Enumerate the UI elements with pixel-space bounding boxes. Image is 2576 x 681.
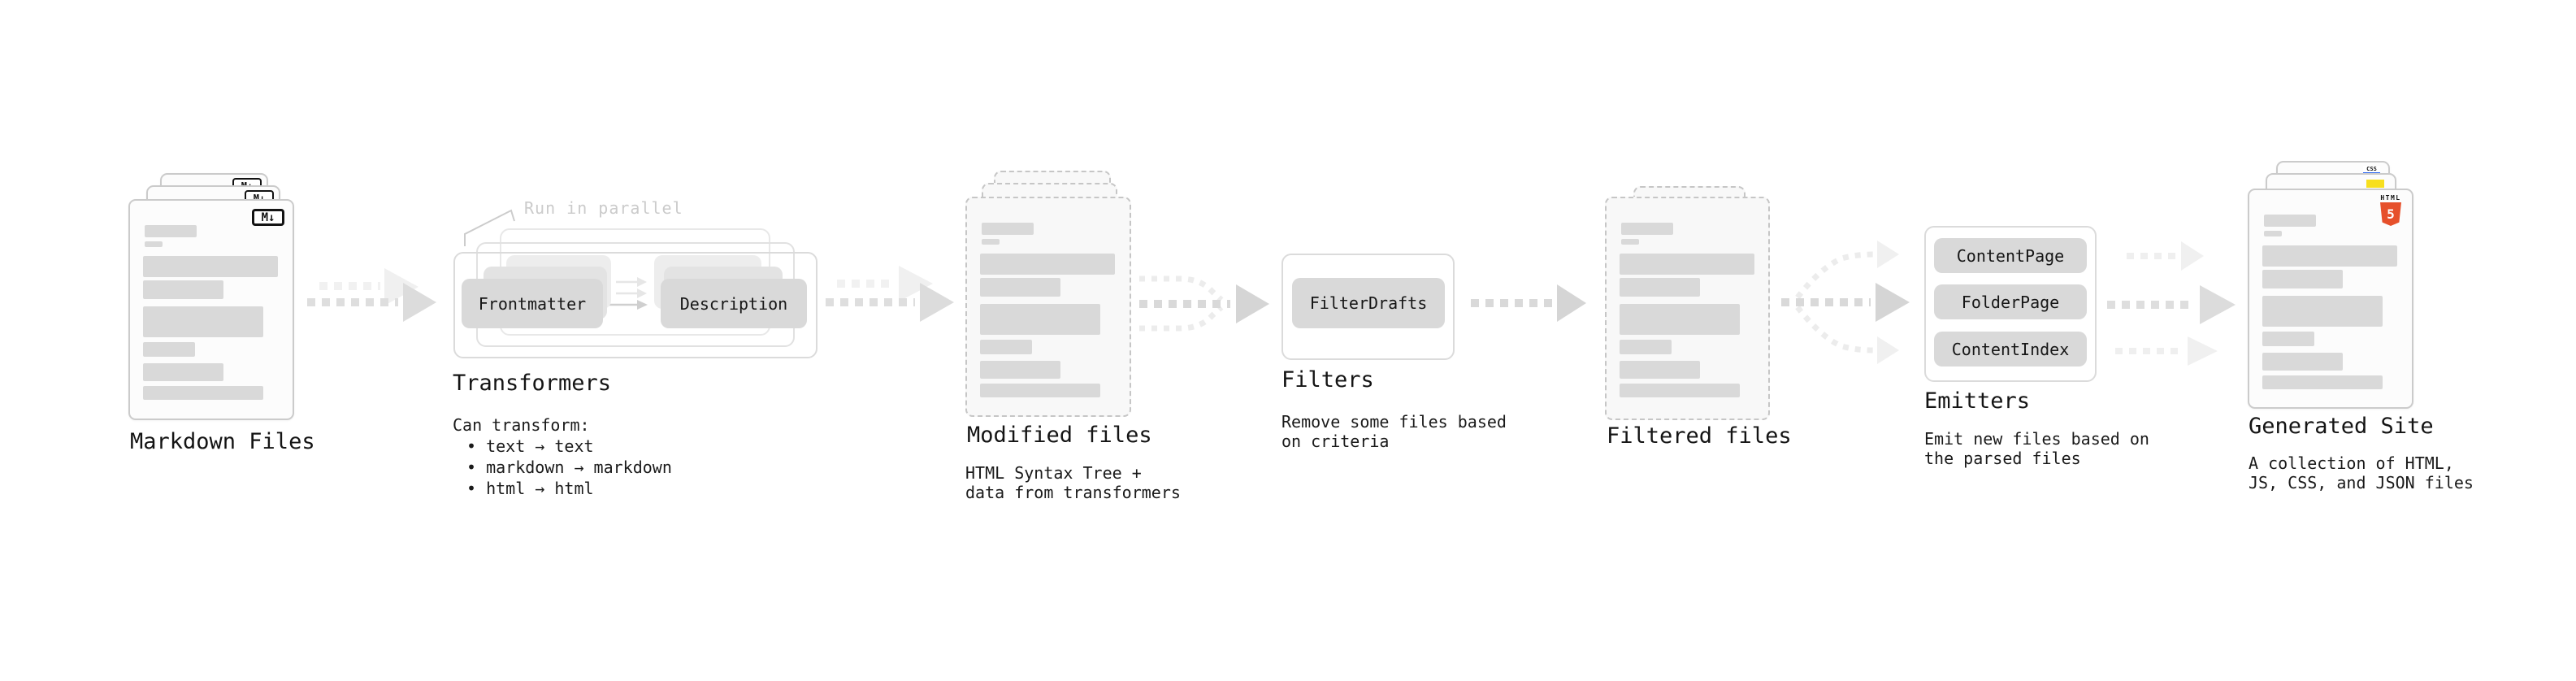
filters-box (1281, 254, 1455, 360)
generated-site-stack: CSS HTML 5 (2248, 161, 2418, 413)
placeholder-text-bar (2264, 215, 2316, 227)
placeholder-text-bar (1620, 384, 1740, 397)
description-pill: Description (661, 279, 807, 328)
placeholder-text-bar (145, 225, 197, 237)
placeholder-text-bar (2264, 231, 2282, 236)
placeholder-text-bar (143, 280, 223, 299)
modified-files-label: Modified files (967, 423, 1152, 448)
filters-desc-line: Remove some files based (1281, 412, 1507, 432)
contentindex-pill-label: ContentIndex (1951, 339, 2070, 359)
generated-file-card-front: HTML 5 (2248, 189, 2413, 409)
html5-icon: HTML 5 (2379, 194, 2402, 226)
placeholder-text-bar (980, 254, 1115, 275)
filters-desc: Remove some files based on criteria (1281, 412, 1507, 451)
transformers-label: Transformers (453, 371, 612, 396)
contentpage-pill-label: ContentPage (1956, 245, 2065, 266)
placeholder-text-bar (980, 304, 1100, 335)
placeholder-text-bar (2262, 245, 2397, 267)
generated-site-desc-line: A collection of HTML, (2249, 453, 2454, 473)
emitters-desc: Emit new files based on the parsed files (1924, 429, 2149, 468)
placeholder-text-bar (982, 239, 1000, 245)
placeholder-text-bar (143, 363, 223, 381)
modified-files-desc-line: data from transformers (965, 482, 1181, 502)
placeholder-text-bar (143, 256, 278, 277)
arrow-filtered-to-emitters-diverge (1781, 241, 1910, 364)
contentpage-pill: ContentPage (1934, 238, 2087, 273)
placeholder-text-bar (1620, 278, 1700, 297)
placeholder-text-bar (145, 241, 163, 247)
arrows-emitters-to-generated (2107, 241, 2236, 366)
emitters-desc-line: Emit new files based on (1924, 429, 2149, 449)
markdown-files-stack: M↓ M↓ M↓ (128, 173, 299, 425)
html5-icon-number: 5 (2387, 206, 2395, 222)
frontmatter-pill: Frontmatter (462, 279, 603, 328)
modified-files-stack (965, 171, 1136, 423)
markdown-file-card-front: M↓ (128, 199, 294, 420)
filtered-files-label: Filtered files (1607, 423, 1792, 449)
description-pill-label: Description (679, 293, 788, 314)
modified-file-card-front (965, 197, 1131, 417)
transformers-intro: Can transform: (453, 415, 590, 435)
arrow-transformers-to-modified (826, 266, 954, 322)
generated-site-desc-line: JS, CSS, and JSON files (2249, 472, 2474, 492)
placeholder-text-bar (980, 278, 1060, 297)
placeholder-text-bar (2262, 332, 2314, 346)
folderpage-pill-label: FolderPage (1961, 292, 2060, 312)
markdown-icon: M↓ (252, 209, 284, 226)
transformers-bullet: • markdown → markdown (466, 458, 672, 477)
transformers-bullet: • text → text (466, 436, 594, 456)
html5-icon-shield: 5 (2380, 202, 2401, 226)
filtered-file-card-front (1605, 197, 1770, 420)
generated-site-desc: A collection of HTML, JS, CSS, and JSON … (2249, 453, 2474, 492)
html5-icon-word: HTML (2380, 194, 2401, 202)
placeholder-text-bar (143, 386, 263, 400)
placeholder-text-bar (980, 340, 1032, 354)
placeholder-text-bar (143, 342, 195, 357)
emitters-box (1924, 226, 2097, 382)
js-icon (2366, 180, 2384, 188)
transformers-bullet: • html → html (466, 479, 594, 498)
markdown-files-label: Markdown Files (130, 429, 315, 454)
placeholder-text-bar (1620, 340, 1672, 354)
emitters-label: Emitters (1924, 388, 2031, 414)
modified-files-desc-line: HTML Syntax Tree + (965, 463, 1142, 483)
css-icon-label: CSS (2366, 166, 2377, 172)
placeholder-text-bar (982, 223, 1034, 235)
generated-site-label: Generated Site (2249, 414, 2434, 439)
transformers-bullet-list: • text → text • markdown → markdown • ht… (466, 436, 672, 499)
folderpage-pill: FolderPage (1934, 284, 2087, 319)
placeholder-text-bar (1620, 304, 1740, 335)
filters-desc-line: on criteria (1281, 431, 1390, 451)
filters-label: Filters (1281, 367, 1374, 393)
filtered-files-stack (1605, 186, 1776, 430)
placeholder-text-bar (2262, 375, 2383, 389)
placeholder-text-bar (1620, 254, 1754, 275)
placeholder-text-bar (1621, 223, 1673, 235)
arrow-markdown-to-transformers (307, 268, 436, 322)
placeholder-text-bar (1620, 361, 1700, 379)
run-in-parallel-label: Run in parallel (524, 198, 683, 218)
placeholder-text-bar (1621, 239, 1639, 245)
transformer-box-front (453, 252, 817, 358)
placeholder-text-bar (2262, 296, 2383, 327)
arrow-filters-to-filtered (1471, 284, 1586, 322)
transformer-parallel-arrows (609, 277, 648, 310)
run-in-parallel-connector (464, 209, 515, 246)
placeholder-text-bar (2262, 270, 2343, 288)
frontmatter-pill-label: Frontmatter (478, 293, 587, 314)
arrow-modified-to-filters-converge (1139, 275, 1269, 332)
filterdrafts-pill-label: FilterDrafts (1309, 293, 1428, 313)
placeholder-text-bar (2262, 353, 2343, 371)
modified-files-desc: HTML Syntax Tree + data from transformer… (965, 463, 1181, 502)
filterdrafts-pill: FilterDrafts (1292, 278, 1445, 328)
placeholder-text-bar (980, 361, 1060, 379)
markdown-icon-glyph: M↓ (261, 210, 275, 224)
placeholder-text-bar (980, 384, 1100, 397)
contentindex-pill: ContentIndex (1934, 332, 2087, 367)
placeholder-text-bar (143, 306, 263, 337)
emitters-desc-line: the parsed files (1924, 448, 2081, 468)
